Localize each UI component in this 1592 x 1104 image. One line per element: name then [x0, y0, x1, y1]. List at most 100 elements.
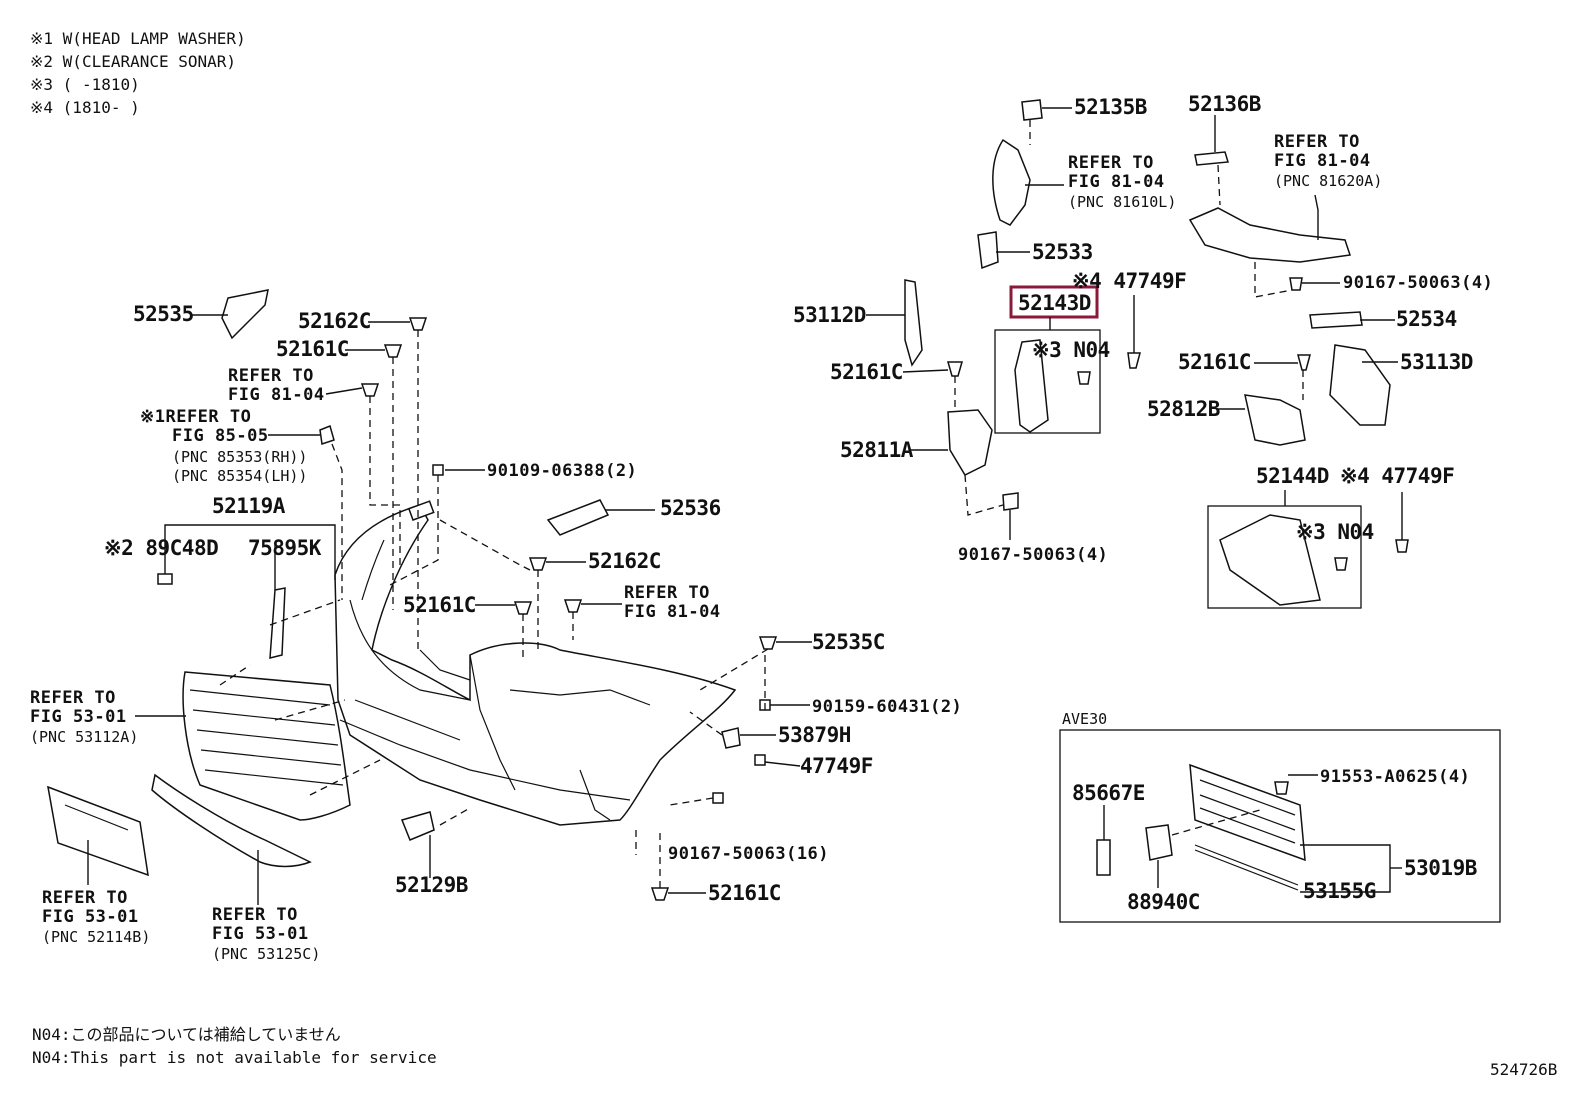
- ref-fig[interactable]: FIG 53-01: [212, 924, 309, 944]
- stay-53112d: [904, 279, 923, 367]
- ref-fig[interactable]: FIG 53-01: [42, 907, 139, 927]
- label-75895k[interactable]: 75895K: [248, 536, 322, 560]
- label-85667e[interactable]: 85667E: [1072, 781, 1145, 805]
- label-53113d[interactable]: 53113D: [1400, 350, 1473, 374]
- leader-lines-right: [866, 107, 1403, 540]
- labels-right: 52135B 52136B REFER TO FIG 81-04 (PNC 81…: [793, 92, 1493, 914]
- label-52144d[interactable]: 52144D: [1256, 464, 1329, 488]
- label-52536[interactable]: 52536: [660, 496, 721, 520]
- label-47749f[interactable]: ※4 47749F: [1072, 269, 1187, 293]
- bumper-cover-drawing: [334, 500, 737, 826]
- applicability-notes: ※1 W(HEAD LAMP WASHER) ※2 W(CLEARANCE SO…: [30, 29, 246, 117]
- ref-pnc: (PNC 53125C): [212, 945, 320, 963]
- label-52135b[interactable]: 52135B: [1074, 95, 1147, 119]
- label-88940c[interactable]: 88940C: [1127, 890, 1200, 914]
- note-3: ※3 ( -1810): [30, 75, 140, 94]
- ref-pnc: (PNC 53112A): [30, 728, 138, 746]
- label-52161c[interactable]: 52161C: [1178, 350, 1251, 374]
- highlight-box-52143d: [1009, 285, 1099, 319]
- label-52161c[interactable]: 52161C: [403, 593, 476, 617]
- bracket-52143d: [1014, 339, 1049, 433]
- ref-fig[interactable]: FIG 81-04: [624, 602, 721, 622]
- leader-lines-left: [87, 314, 812, 905]
- label-53112d[interactable]: 53112D: [793, 303, 866, 327]
- note-1: ※1 W(HEAD LAMP WASHER): [30, 29, 246, 48]
- ref-text: ※1REFER TO: [140, 407, 251, 427]
- label-52162c[interactable]: 52162C: [588, 549, 661, 573]
- label-53879h[interactable]: 53879H: [778, 723, 851, 747]
- label-52535[interactable]: 52535: [133, 302, 194, 326]
- ref-pnc: (PNC 52114B): [42, 928, 150, 946]
- ref-text: REFER TO: [1274, 132, 1360, 152]
- label-52812b[interactable]: 52812B: [1147, 397, 1220, 421]
- ave30-leaders: [1103, 774, 1402, 893]
- headlamp-rh: [1188, 207, 1351, 263]
- label-90167-50063-16[interactable]: 90167-50063(16): [668, 844, 829, 864]
- label-52534[interactable]: 52534: [1396, 307, 1457, 331]
- sensor-89c48d: [157, 573, 173, 585]
- ref-fig[interactable]: FIG 53-01: [30, 707, 127, 727]
- small-parts-left: [157, 289, 778, 901]
- label-ave30: AVE30: [1062, 710, 1107, 728]
- retainer-52811a: [947, 409, 993, 476]
- label-90109-06388[interactable]: 90109-06388(2): [487, 461, 637, 481]
- stay-53113d: [1329, 344, 1391, 426]
- ave30-box: [1059, 729, 1501, 923]
- label-52161c[interactable]: 52161C: [276, 337, 349, 361]
- label-52143d[interactable]: 52143D: [1018, 291, 1091, 315]
- label-47749f[interactable]: ※4 47749F: [1340, 464, 1455, 488]
- label-53155g[interactable]: 53155G: [1303, 879, 1376, 903]
- ref-text: REFER TO: [212, 905, 298, 925]
- label-53019b[interactable]: 53019B: [1404, 856, 1477, 880]
- moulding-75895k: [269, 587, 286, 659]
- label-89c48d[interactable]: ※2 89C48D: [104, 536, 219, 560]
- bracket-52533: [977, 231, 999, 270]
- label-52161c[interactable]: 52161C: [830, 360, 903, 384]
- ref-text: REFER TO: [624, 583, 710, 603]
- label-n04[interactable]: ※3 N04: [1296, 520, 1374, 544]
- label-85667e: [1096, 839, 1111, 876]
- label-n04[interactable]: ※3 N04: [1032, 338, 1110, 362]
- ref-pnc: (PNC 85354(LH)): [172, 467, 307, 485]
- label-52136b[interactable]: 52136B: [1188, 92, 1261, 116]
- ref-text: REFER TO: [30, 688, 116, 708]
- label-52535c[interactable]: 52535C: [812, 630, 885, 654]
- label-47749f[interactable]: 47749F: [800, 754, 873, 778]
- dashed-guides-right: [954, 120, 1304, 516]
- ref-fig[interactable]: FIG 81-04: [1274, 151, 1371, 171]
- ref-pnc: (PNC 85353(RH)): [172, 448, 307, 466]
- label-52162c[interactable]: 52162C: [298, 309, 371, 333]
- label-90167-50063-4[interactable]: 90167-50063(4): [1343, 273, 1493, 293]
- ref-fig[interactable]: FIG 85-05: [172, 426, 269, 446]
- ref-text: REFER TO: [1068, 153, 1154, 173]
- seal-53155g: [1194, 844, 1299, 886]
- labels-left: 52535 52162C 52161C REFER TO FIG 81-04 ※…: [30, 302, 962, 963]
- note-2: ※2 W(CLEARANCE SONAR): [30, 52, 236, 71]
- label-52129b[interactable]: 52129B: [395, 873, 468, 897]
- spoiler-drawing: [151, 773, 312, 868]
- ref-fig[interactable]: FIG 81-04: [228, 385, 325, 405]
- footnote-en: N04:This part is not available for servi…: [32, 1048, 437, 1067]
- label-90167-50063-4[interactable]: 90167-50063(4): [958, 545, 1108, 565]
- label-52119a[interactable]: 52119A: [212, 494, 286, 518]
- motor-88940c: [1145, 824, 1173, 861]
- cap-85-05: [319, 424, 335, 445]
- label-52533[interactable]: 52533: [1032, 240, 1093, 264]
- label-52811a[interactable]: 52811A: [840, 438, 914, 462]
- label-52161c[interactable]: 52161C: [708, 881, 781, 905]
- footnotes: N04:この部品については補給していません N04:This part is n…: [32, 1025, 437, 1067]
- ref-text: REFER TO: [42, 888, 128, 908]
- cover-52129b: [400, 811, 435, 841]
- bracket-52536: [546, 499, 610, 536]
- label-90159-60431[interactable]: 90159-60431(2): [812, 697, 962, 717]
- bracket-52534: [1309, 311, 1363, 329]
- headlamp-lh: [992, 138, 1031, 226]
- grille-drawing: [182, 671, 351, 821]
- bracket-52535: [221, 289, 269, 340]
- ref-pnc: (PNC 81610L): [1068, 193, 1176, 211]
- ref-fig[interactable]: FIG 81-04: [1068, 172, 1165, 192]
- label-91553-a0625[interactable]: 91553-A0625(4): [1320, 767, 1470, 787]
- footnote-jp: N04:この部品については補給していません: [32, 1025, 341, 1044]
- ref-text: REFER TO: [228, 366, 314, 386]
- dashed-guides-left: [219, 330, 769, 888]
